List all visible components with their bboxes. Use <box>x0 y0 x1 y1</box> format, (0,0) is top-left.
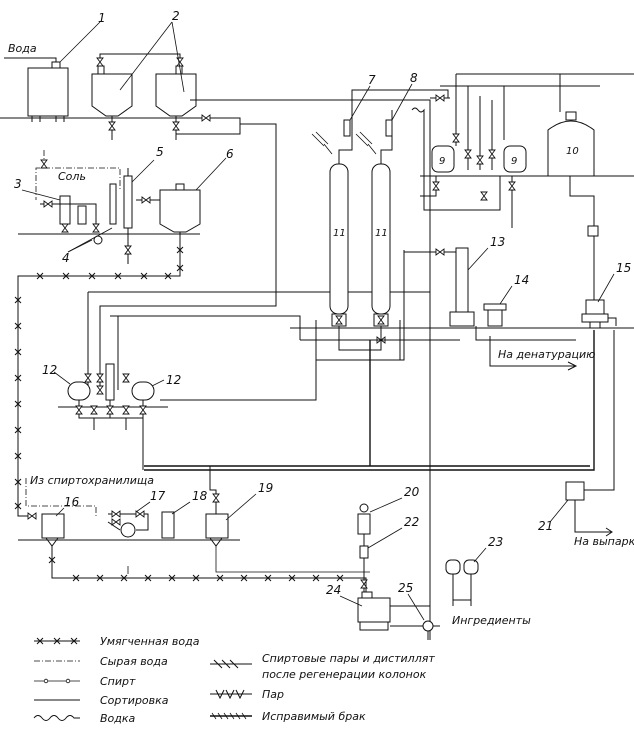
legend-softened-water: Умягченная вода <box>34 635 200 648</box>
number-11a: 11 <box>333 228 346 239</box>
softened-water-bottom <box>48 556 344 582</box>
number-3: 3 <box>14 177 22 191</box>
number-13: 13 <box>490 235 505 249</box>
measure-tank-9b <box>503 145 527 173</box>
legend-spirit-vapors: Спиртовые пары и дистиллят после регенер… <box>210 652 435 681</box>
bottling-15 <box>581 299 617 328</box>
tank-1 <box>27 61 69 122</box>
filter-22 <box>359 545 369 559</box>
label-ingredienty: Ингредиенты <box>452 614 531 627</box>
number-18: 18 <box>192 489 208 503</box>
legend-steam: Пар <box>210 688 284 701</box>
svg-text:Спирт: Спирт <box>100 675 136 688</box>
label-iz-spirtohranilishcha: Из спиртохранилища <box>30 474 154 487</box>
column-5 <box>109 175 133 229</box>
apparatus-14 <box>483 303 507 327</box>
legend: Умягченная вода Сырая вода Спирт Сортиро… <box>33 635 435 725</box>
tank-13 <box>449 247 475 327</box>
tank-19 <box>205 513 229 547</box>
reject-line <box>144 330 595 471</box>
device-21 <box>565 481 585 501</box>
softened-water-line <box>14 232 184 517</box>
steam-inlet-11a <box>311 131 333 155</box>
label-voda: Вода <box>8 42 37 55</box>
collector-12-filter <box>105 363 115 401</box>
label-sol: Соль <box>58 170 86 183</box>
number-22: 22 <box>404 515 419 529</box>
number-12a: 12 <box>42 363 57 377</box>
tank-23a <box>445 559 461 575</box>
pump-17 <box>120 522 136 538</box>
filter-20 <box>357 503 371 535</box>
number-19: 19 <box>258 481 273 495</box>
label-na-denaturaciyu: На денатурацию <box>498 348 595 361</box>
number-4: 4 <box>62 251 70 265</box>
column-11a <box>329 163 349 327</box>
sortirovka-to-24 <box>51 546 367 592</box>
svg-text:Сырая вода: Сырая вода <box>100 655 168 668</box>
number-24: 24 <box>326 583 341 597</box>
tank-16 <box>41 513 65 547</box>
tank-2a <box>91 65 133 117</box>
number-7: 7 <box>368 73 376 87</box>
number-16: 16 <box>64 495 80 509</box>
storage-tank-10 <box>547 111 595 177</box>
legend-sortirovka: Сортировка <box>34 694 169 707</box>
number-8: 8 <box>410 71 418 85</box>
svg-text:Водка: Водка <box>100 712 136 725</box>
filter-3b <box>77 205 87 225</box>
svg-text:Умягченная вода: Умягченная вода <box>100 635 200 648</box>
collector-12b <box>131 381 155 401</box>
number-12b: 12 <box>166 373 181 387</box>
svg-text:после регенерации колонок: после регенерации колонок <box>262 668 427 681</box>
filter-10 <box>587 225 599 237</box>
measure-tank-9a <box>431 145 455 173</box>
legend-spirit: Спирт <box>34 675 136 688</box>
svg-text:Исправимый брак: Исправимый брак <box>262 710 366 723</box>
legend-reject: Исправимый брак <box>210 710 366 723</box>
collector-12a <box>67 381 91 401</box>
svg-text:Пар: Пар <box>262 688 284 701</box>
svg-text:Сортировка: Сортировка <box>100 694 169 707</box>
sortirovka-line <box>99 123 277 390</box>
number-17: 17 <box>150 489 166 503</box>
svg-text:Спиртовые пары и дистиллят: Спиртовые пары и дистиллят <box>262 652 435 665</box>
legend-raw-water: Сырая вода <box>34 655 168 668</box>
filter-18 <box>161 511 175 539</box>
number-15: 15 <box>616 261 631 275</box>
number-21: 21 <box>538 519 553 533</box>
pump-25 <box>422 620 434 632</box>
steam-inlet-11b <box>355 131 377 155</box>
label-na-vypusku: На выпарку <box>574 535 634 548</box>
number-6: 6 <box>226 147 234 161</box>
raw-water-line-salt <box>35 150 121 200</box>
number-20: 20 <box>404 485 420 499</box>
number-2: 2 <box>172 9 180 23</box>
vodka-line-columns <box>411 107 501 211</box>
number-9b: 9 <box>511 156 517 167</box>
raw-water-inlet-line <box>4 57 57 62</box>
mixer-24 <box>357 591 391 631</box>
number-14: 14 <box>514 273 529 287</box>
mixer-6 <box>159 183 201 233</box>
number-5: 5 <box>156 145 164 159</box>
legend-vodka: Водка <box>33 712 136 725</box>
spirit-inlet-line <box>25 478 97 516</box>
number-10: 10 <box>566 146 579 157</box>
tank-23b <box>463 559 479 575</box>
separator-7 <box>343 119 351 137</box>
separator-8 <box>385 119 393 137</box>
number-11b: 11 <box>375 228 388 239</box>
number-25: 25 <box>398 581 413 595</box>
tank-2b <box>155 65 197 117</box>
number-23: 23 <box>488 535 503 549</box>
tank-2-outlet-loop <box>84 117 241 135</box>
number-1: 1 <box>98 11 106 25</box>
column-11b <box>371 163 391 327</box>
vodka-line-10-15 <box>569 176 595 226</box>
number-9a: 9 <box>439 156 445 167</box>
